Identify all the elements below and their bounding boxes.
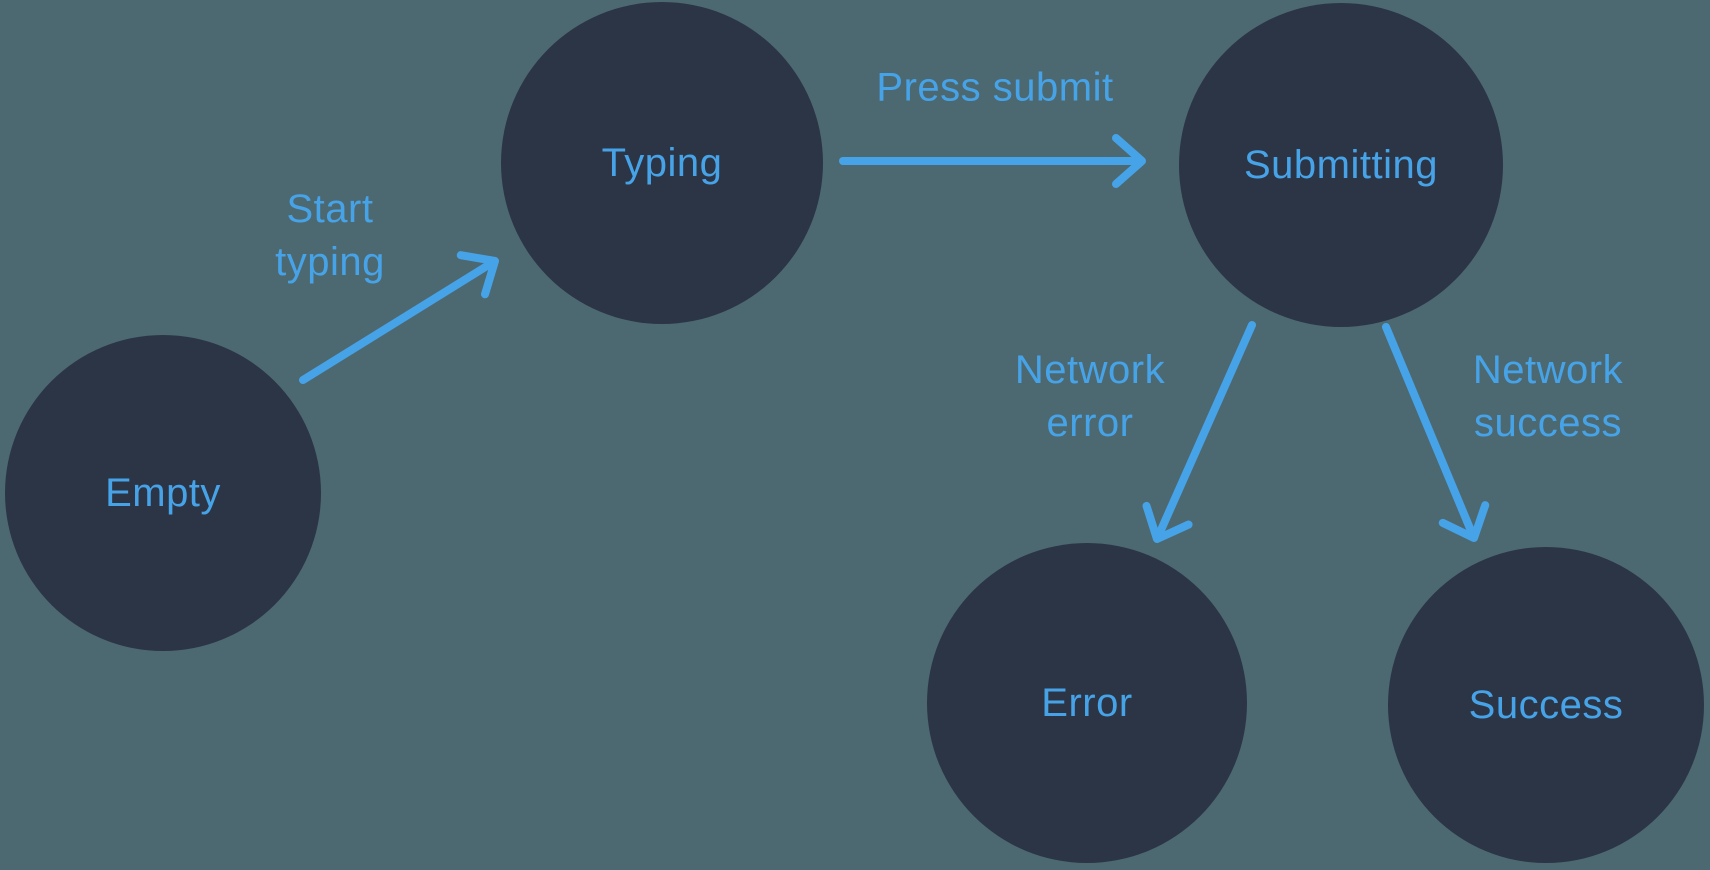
state-node-success: Success xyxy=(1388,547,1704,863)
state-node-submitting: Submitting xyxy=(1179,3,1503,327)
transition-label-network-error: Network error xyxy=(1014,348,1166,445)
state-label-submitting: Submitting xyxy=(1244,142,1438,187)
state-label-success: Success xyxy=(1468,682,1624,727)
state-label-error: Error xyxy=(1041,680,1133,725)
state-node-empty: Empty xyxy=(5,335,321,651)
state-node-typing: Typing xyxy=(501,2,823,324)
transition-label-press-submit: Press submit xyxy=(876,65,1114,110)
transition-arrow-press-submit xyxy=(839,134,1146,188)
state-node-error: Error xyxy=(927,543,1247,863)
transition-arrow-network-success xyxy=(1382,323,1490,542)
transition-label-network-success: Network success xyxy=(1472,348,1624,445)
transition-arrow-start-typing xyxy=(299,251,499,384)
transition-label-start-typing: Start typing xyxy=(275,187,385,284)
state-label-empty: Empty xyxy=(105,470,221,515)
transition-arrow-network-error xyxy=(1142,321,1256,543)
state-label-typing: Typing xyxy=(601,140,723,185)
